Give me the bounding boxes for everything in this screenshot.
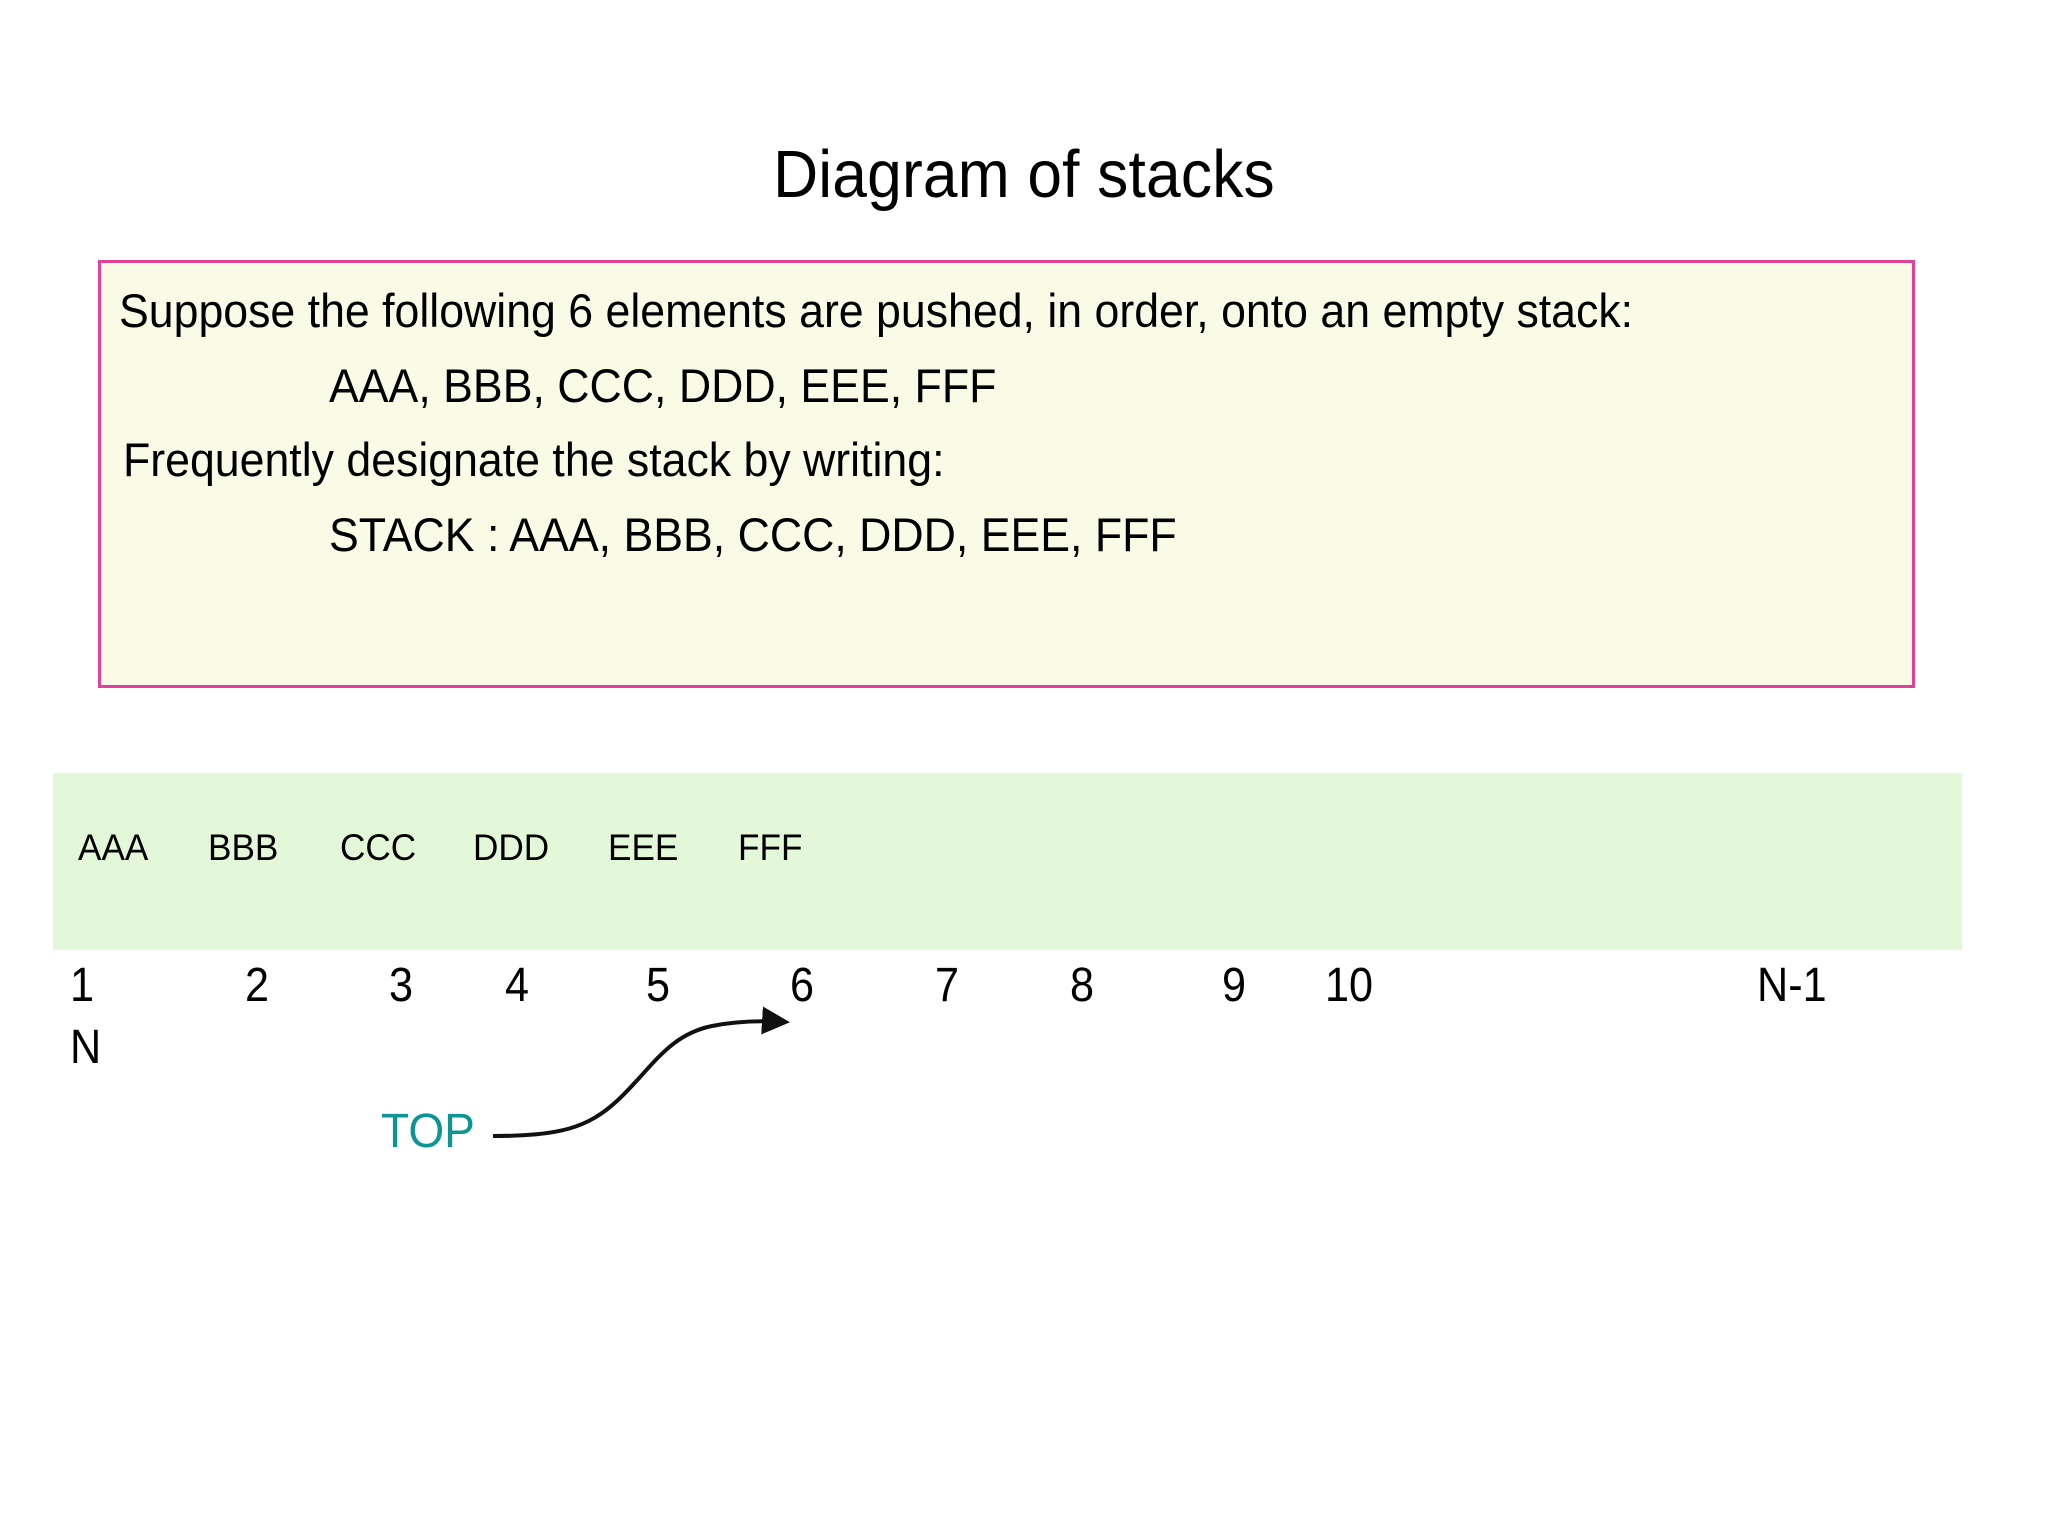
stack-cell-5: EEE bbox=[608, 827, 679, 868]
stack-cell-6: FFF bbox=[738, 827, 803, 868]
statement-line-1: Suppose the following 6 elements are pus… bbox=[119, 284, 1634, 337]
stack-band: AAA BBB CCC DDD EEE FFF bbox=[53, 773, 1962, 950]
stack-cell-2: BBB bbox=[208, 827, 279, 868]
top-pointer-label: TOP bbox=[381, 1105, 475, 1158]
index-number-n-minus-1: N-1 bbox=[1757, 959, 1827, 1012]
index-number-10: 10 bbox=[1325, 959, 1374, 1012]
index-number-6: 6 bbox=[790, 959, 815, 1012]
stack-cell-3: CCC bbox=[340, 827, 417, 868]
statement-line-2: AAA, BBB, CCC, DDD, EEE, FFF bbox=[329, 359, 997, 412]
index-number-1: 1 bbox=[70, 959, 95, 1012]
statement-line-3: Frequently designate the stack by writin… bbox=[123, 433, 945, 486]
index-number-4: 4 bbox=[505, 959, 530, 1012]
index-number-8: 8 bbox=[1070, 959, 1095, 1012]
index-number-3: 3 bbox=[389, 959, 414, 1012]
page-title: Diagram of stacks bbox=[773, 137, 1275, 212]
stack-cell-4: DDD bbox=[473, 827, 550, 868]
index-number-2: 2 bbox=[245, 959, 270, 1012]
index-number-9: 9 bbox=[1222, 959, 1247, 1012]
statement-line-4: STACK : AAA, BBB, CCC, DDD, EEE, FFF bbox=[329, 508, 1177, 561]
stack-cell-1: AAA bbox=[78, 827, 149, 868]
index-number-5: 5 bbox=[646, 959, 671, 1012]
index-number-7: 7 bbox=[935, 959, 960, 1012]
statement-box: Suppose the following 6 elements are pus… bbox=[98, 260, 1915, 688]
